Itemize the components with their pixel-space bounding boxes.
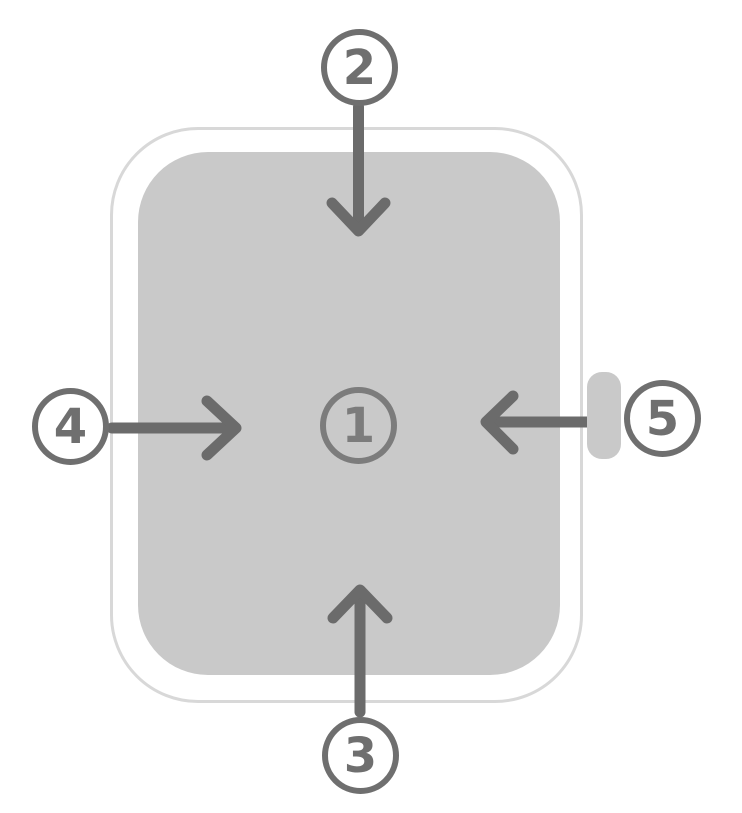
side-button <box>587 372 621 459</box>
arrow-down-icon <box>326 101 391 237</box>
callout-3-label: 3 <box>343 727 378 784</box>
callout-1: 1 <box>320 387 397 464</box>
callout-4: 4 <box>32 388 109 465</box>
callout-2: 2 <box>321 29 398 106</box>
arrow-left-icon <box>480 390 596 455</box>
arrow-right-icon <box>106 395 242 461</box>
callout-4-label: 4 <box>53 398 88 455</box>
callout-1-label: 1 <box>341 397 376 454</box>
callout-2-label: 2 <box>342 39 377 96</box>
callout-5: 5 <box>624 380 701 457</box>
callout-3: 3 <box>322 717 399 794</box>
callout-5-label: 5 <box>645 390 680 447</box>
arrow-up-icon <box>327 584 393 718</box>
